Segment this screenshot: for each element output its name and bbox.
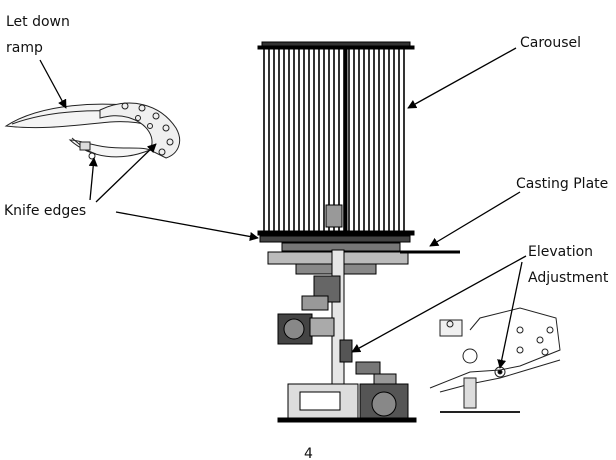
- carousel: [257, 41, 415, 243]
- arrow-elevation2: [497, 261, 523, 369]
- arrow-elevation1: [351, 255, 527, 353]
- arrow-ramp: [39, 59, 67, 109]
- label-elevation-line1: Elevation: [528, 244, 594, 260]
- knife-ramp-part: [4, 102, 181, 160]
- label-let-down-ramp-line2: ramp: [6, 40, 43, 56]
- label-casting-plate: Casting Plate: [516, 176, 609, 192]
- arrow-casting: [429, 191, 521, 247]
- leader-arrows: [39, 47, 527, 369]
- arrow-knife1: [88, 157, 98, 201]
- casting-plate: [267, 242, 460, 275]
- motor-base: [277, 383, 417, 423]
- elevation-detail: [429, 307, 561, 413]
- label-knife-edges: Knife edges: [4, 203, 87, 219]
- label-let-down-ramp-line1: Let down: [6, 14, 70, 30]
- label-elevation-line2: Adjustment: [528, 270, 609, 286]
- arrow-knife2: [95, 143, 157, 203]
- arrow-carousel: [407, 47, 517, 109]
- column-mechanism: [277, 249, 397, 393]
- label-carousel: Carousel: [520, 35, 582, 51]
- page-number: 4: [304, 446, 313, 460]
- arrow-knife3: [115, 211, 259, 242]
